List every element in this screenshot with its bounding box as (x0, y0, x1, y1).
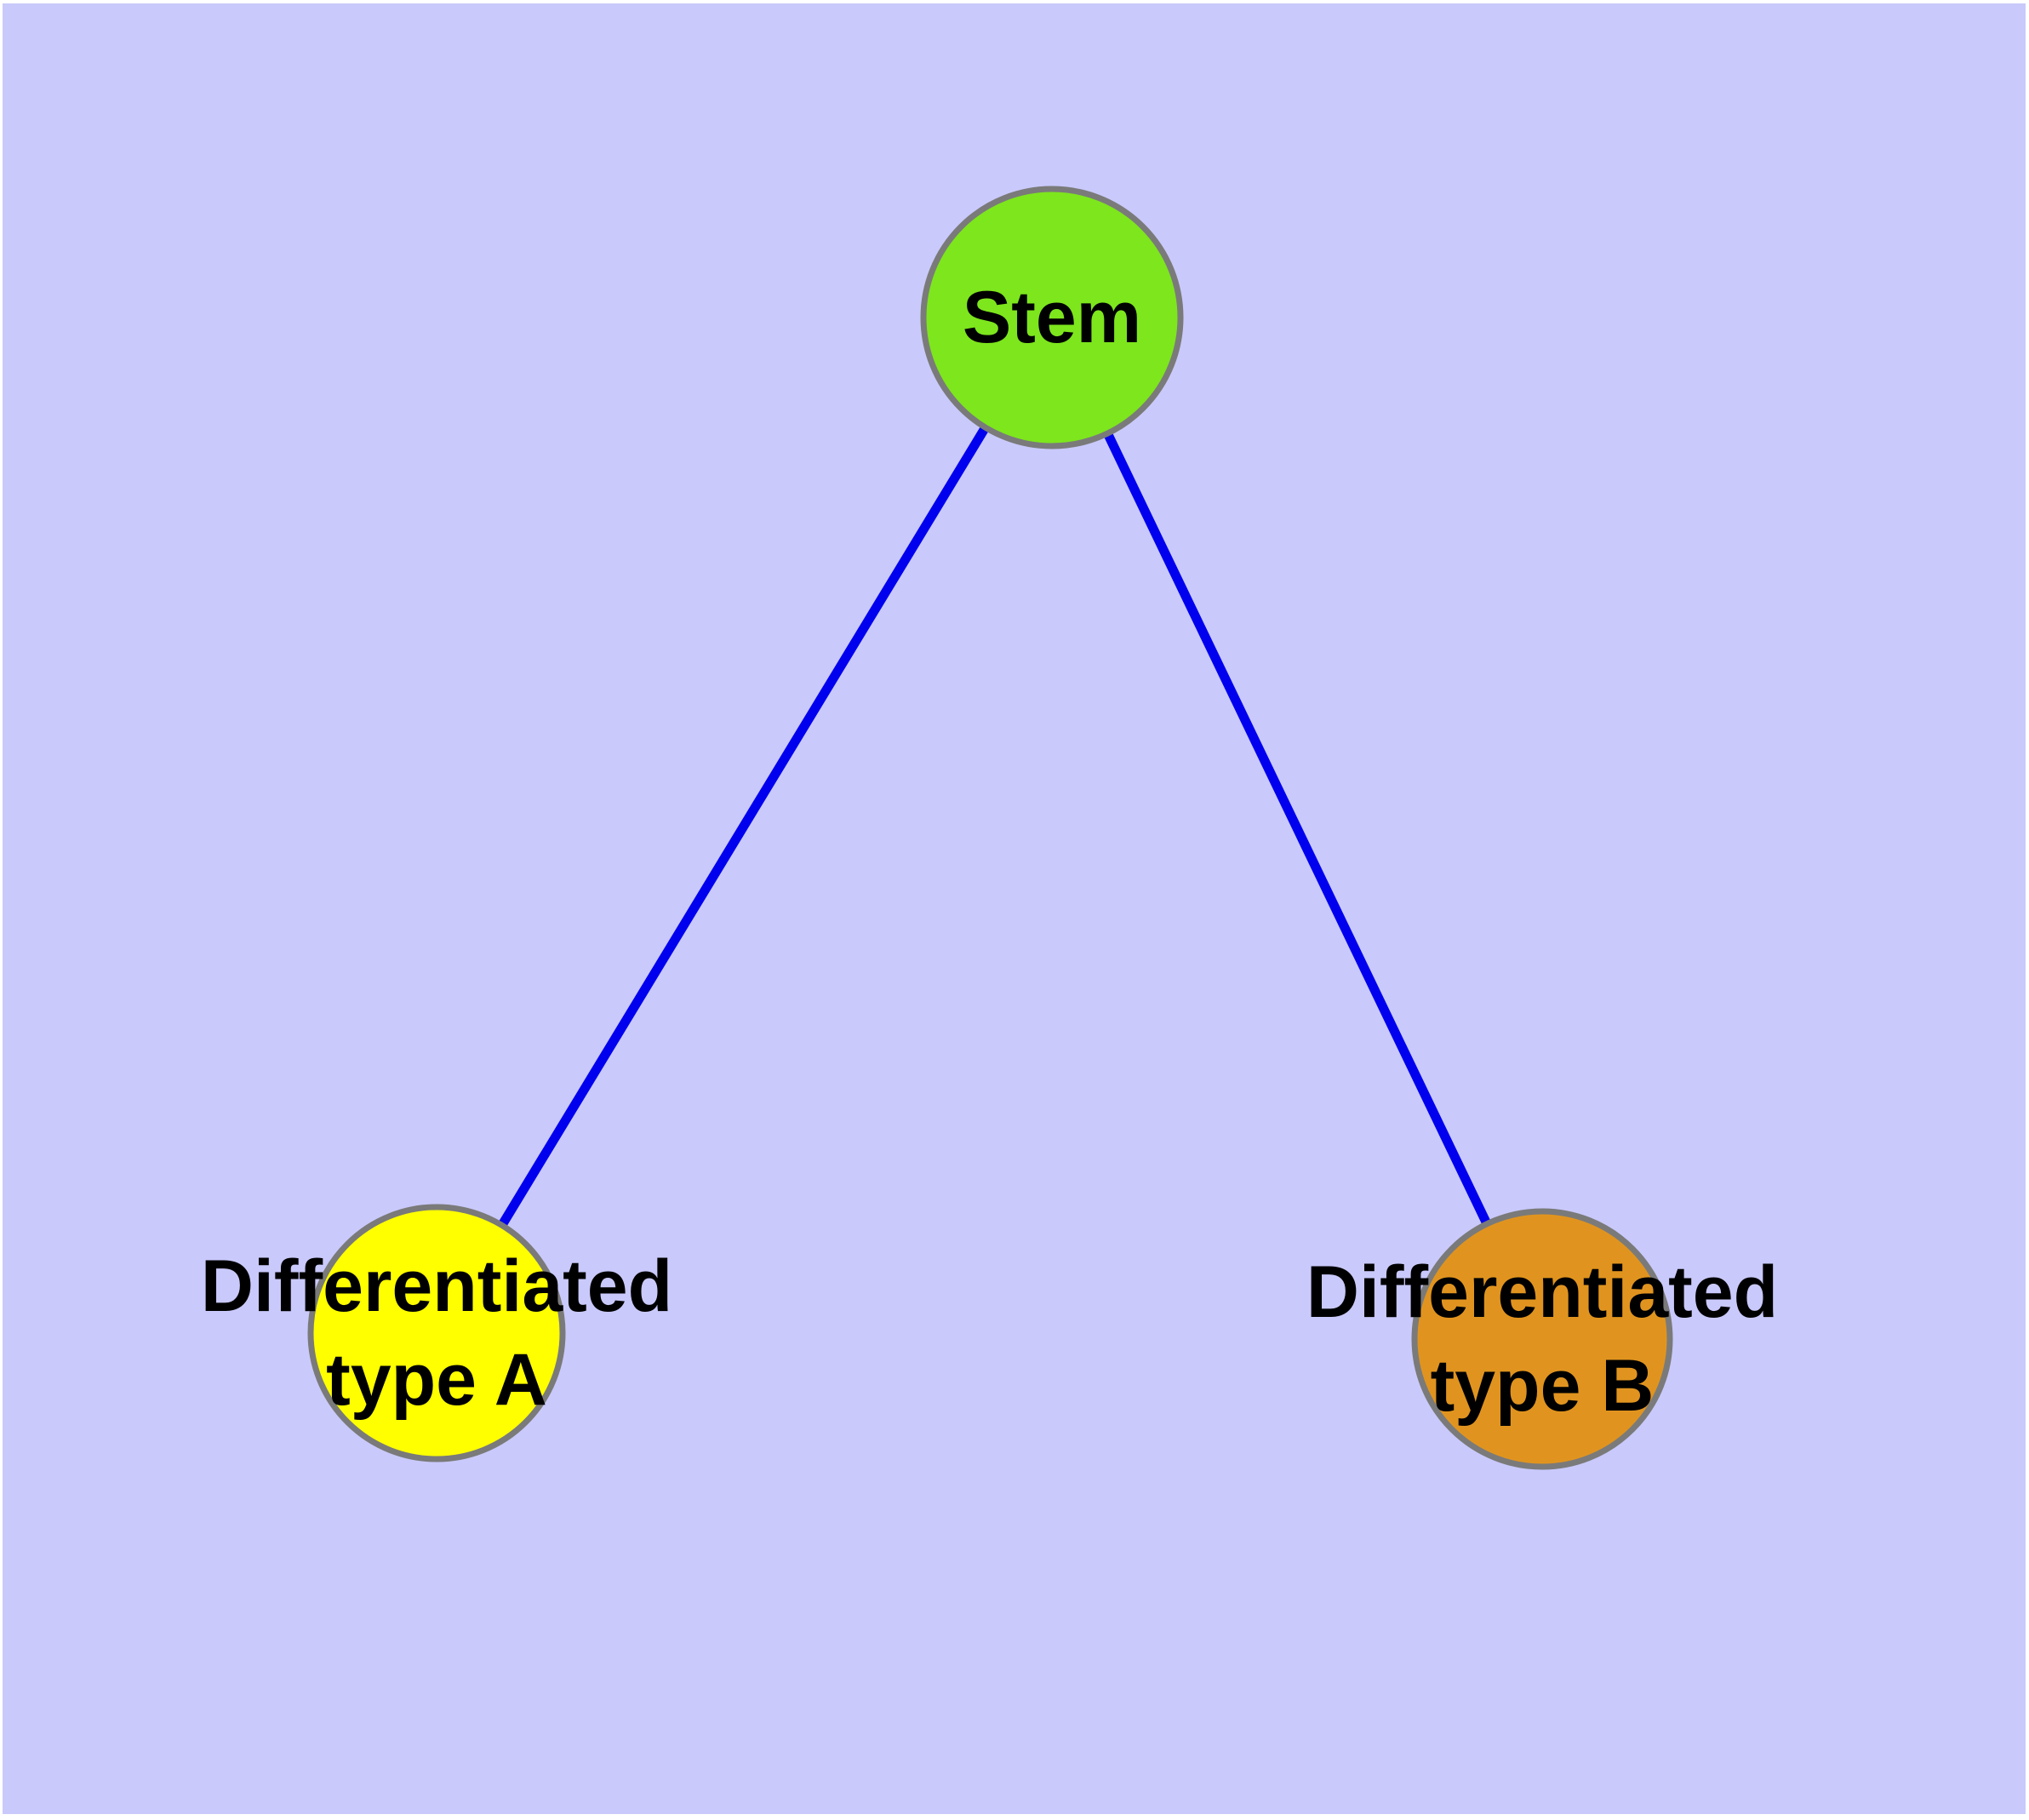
node-circle-type-b (1411, 1208, 1673, 1470)
edge-stem-to-type-b (1048, 315, 1546, 1342)
node-circle-type-a (307, 1204, 566, 1462)
node-circle-stem (920, 186, 1184, 449)
edge-stem-to-type-a (432, 315, 1056, 1336)
